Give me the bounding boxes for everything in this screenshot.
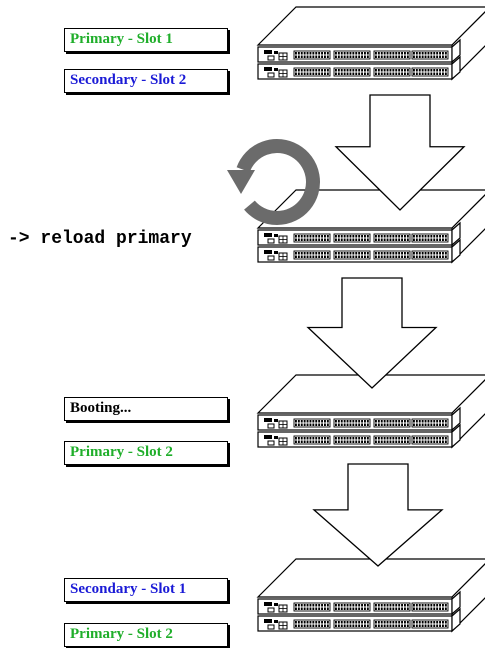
slot-label-primary-slot-2-final: Primary - Slot 2 [64, 623, 228, 647]
down-arrow-icon-2 [306, 277, 438, 389]
reload-icon [227, 139, 320, 225]
slot-label-secondary-slot-2: Secondary - Slot 2 [64, 69, 228, 93]
reload-command-text: -> reload primary [8, 229, 192, 249]
down-arrow-icon-3 [312, 463, 444, 567]
slot-label-primary-slot-2: Primary - Slot 2 [64, 441, 228, 465]
status-label-booting: Booting... [64, 397, 228, 421]
switch-stack-2 [256, 189, 485, 264]
switch-stack-3 [256, 374, 485, 449]
slot-label-secondary-slot-1: Secondary - Slot 1 [64, 578, 228, 602]
slot-label-primary-slot-1: Primary - Slot 1 [64, 28, 228, 52]
switch-stack-1 [256, 6, 485, 81]
down-arrow-icon-1 [334, 94, 466, 211]
switch-stack-4 [256, 558, 485, 633]
